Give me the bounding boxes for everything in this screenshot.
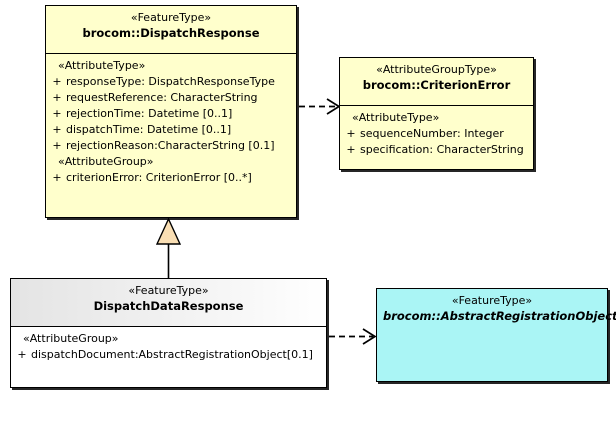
class-name: brocom::CriterionError xyxy=(362,78,511,92)
class-attributes-dispatch-response: «AttributeType» + responseType: Dispatch… xyxy=(46,54,296,190)
attribute-row[interactable]: + specification: CharacterString xyxy=(342,142,531,158)
attribute-visibility: + xyxy=(52,107,62,120)
attribute-row[interactable]: + criterionError: CriterionError [0..*] xyxy=(48,170,294,186)
attribute-group-label: «AttributeType» xyxy=(352,111,440,124)
attribute-text: responseType: DispatchResponseType xyxy=(66,75,275,88)
attribute-text: sequenceNumber: Integer xyxy=(360,127,504,140)
class-stereotype: «FeatureType» xyxy=(128,284,209,297)
attribute-group-label: «AttributeGroup» xyxy=(58,155,154,168)
class-stereotype: «FeatureType» xyxy=(130,11,212,24)
attribute-text: rejectionTime: Datetime [0..1] xyxy=(66,107,233,120)
attribute-visibility: + xyxy=(52,91,62,104)
attribute-row[interactable]: + rejectionTime: Datetime [0..1] xyxy=(48,106,294,122)
class-stereotype: «FeatureType» xyxy=(451,294,533,307)
class-compartment-divider xyxy=(46,53,296,54)
attribute-row[interactable]: + requestReference: CharacterString xyxy=(48,90,294,106)
attribute-visibility: + xyxy=(52,75,62,88)
class-box-criterion-error[interactable]: «AttributeGroupType» brocom::CriterionEr… xyxy=(339,57,534,170)
attribute-text: dispatchDocument:AbstractRegistrationObj… xyxy=(31,348,313,361)
class-header-dispatch-data-response: «FeatureType» DispatchDataResponse xyxy=(11,279,326,326)
attribute-text: specification: CharacterString xyxy=(360,143,524,156)
attribute-text: requestReference: CharacterString xyxy=(66,91,258,104)
attribute-text: rejectionReason:CharacterString [0.1] xyxy=(66,139,275,152)
attribute-row[interactable]: + sequenceNumber: Integer xyxy=(342,126,531,142)
class-header-criterion-error: «AttributeGroupType» brocom::CriterionEr… xyxy=(340,58,533,105)
dependency-abstract-registration-object-arrowhead-icon xyxy=(362,328,377,345)
attribute-visibility: + xyxy=(52,171,62,184)
class-box-dispatch-response[interactable]: «FeatureType» brocom::DispatchResponse «… xyxy=(45,5,297,218)
attribute-row[interactable]: + dispatchDocument:AbstractRegistrationO… xyxy=(13,347,324,363)
attribute-text: criterionError: CriterionError [0..*] xyxy=(66,171,252,184)
attribute-group-label: «AttributeGroup» xyxy=(23,332,119,345)
attribute-row[interactable]: + dispatchTime: Datetime [0..1] xyxy=(48,122,294,138)
class-compartment-divider xyxy=(340,105,533,106)
attribute-visibility: + xyxy=(346,143,356,156)
class-attributes-dispatch-data-response: «AttributeGroup» + dispatchDocument:Abst… xyxy=(11,327,326,367)
class-header-dispatch-response: «FeatureType» brocom::DispatchResponse xyxy=(46,6,296,53)
attribute-visibility: + xyxy=(346,127,356,140)
dependency-criterion-error-arrowhead-icon xyxy=(326,98,341,115)
attribute-visibility: + xyxy=(52,123,62,136)
class-name: brocom::AbstractRegistrationObject xyxy=(383,309,616,323)
class-attributes-criterion-error: «AttributeType» + sequenceNumber: Intege… xyxy=(340,106,533,162)
generalization-arrowhead-icon xyxy=(155,217,182,245)
class-compartment-divider xyxy=(11,326,326,327)
attribute-row[interactable]: + rejectionReason:CharacterString [0.1] xyxy=(48,138,294,154)
attribute-group-label: «AttributeType» xyxy=(58,59,146,72)
attribute-visibility: + xyxy=(17,348,27,361)
class-stereotype: «AttributeGroupType» xyxy=(376,63,497,76)
attribute-visibility: + xyxy=(52,139,62,152)
class-name: brocom::DispatchResponse xyxy=(82,26,260,40)
class-box-dispatch-data-response[interactable]: «FeatureType» DispatchDataResponse «Attr… xyxy=(10,278,327,388)
class-header-abstract-registration-object: «FeatureType» brocom::AbstractRegistrati… xyxy=(377,289,616,336)
attribute-text: dispatchTime: Datetime [0..1] xyxy=(66,123,232,136)
attribute-row[interactable]: + responseType: DispatchResponseType xyxy=(48,74,294,90)
class-box-abstract-registration-object[interactable]: «FeatureType» brocom::AbstractRegistrati… xyxy=(376,288,616,382)
class-name: DispatchDataResponse xyxy=(93,299,244,313)
